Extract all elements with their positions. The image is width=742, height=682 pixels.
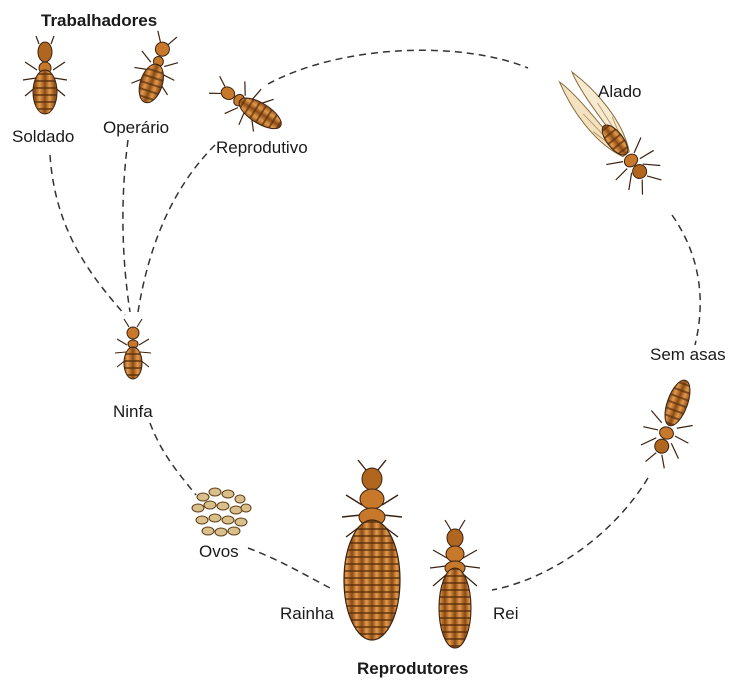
- label-king: Rei: [493, 605, 519, 622]
- wingless-termite: [632, 372, 708, 473]
- connector-wingless-king: [492, 478, 648, 590]
- reproductive-nymph-termite: [203, 67, 291, 144]
- label-wingless: Sem asas: [650, 346, 726, 363]
- label-worker: Operário: [103, 119, 169, 136]
- label-soldier: Soldado: [12, 128, 74, 145]
- connector-nymph-eggs: [150, 423, 196, 495]
- workers-group-title: Trabalhadores: [41, 12, 157, 29]
- reproducers-group-title: Reprodutores: [357, 660, 468, 677]
- label-winged: Alado: [598, 83, 641, 100]
- queen-termite: [342, 460, 402, 640]
- connector-nymph-soldier: [50, 155, 125, 315]
- soldier-termite: [23, 36, 67, 114]
- label-reproductive: Reprodutivo: [216, 139, 308, 156]
- connector-nymph-worker: [123, 140, 130, 312]
- eggs-cluster: [192, 488, 251, 536]
- connector-winged-wingless: [672, 215, 700, 345]
- king-termite: [430, 520, 480, 648]
- connector-nymph-reproductive: [138, 145, 215, 312]
- nymph-termite: [115, 319, 151, 379]
- label-eggs: Ovos: [199, 543, 239, 560]
- label-nymph: Ninfa: [113, 403, 153, 420]
- label-queen: Rainha: [280, 605, 334, 622]
- worker-termite: [125, 27, 187, 108]
- connector-reproductive-winged: [268, 50, 528, 84]
- connector-eggs-queen: [248, 548, 330, 588]
